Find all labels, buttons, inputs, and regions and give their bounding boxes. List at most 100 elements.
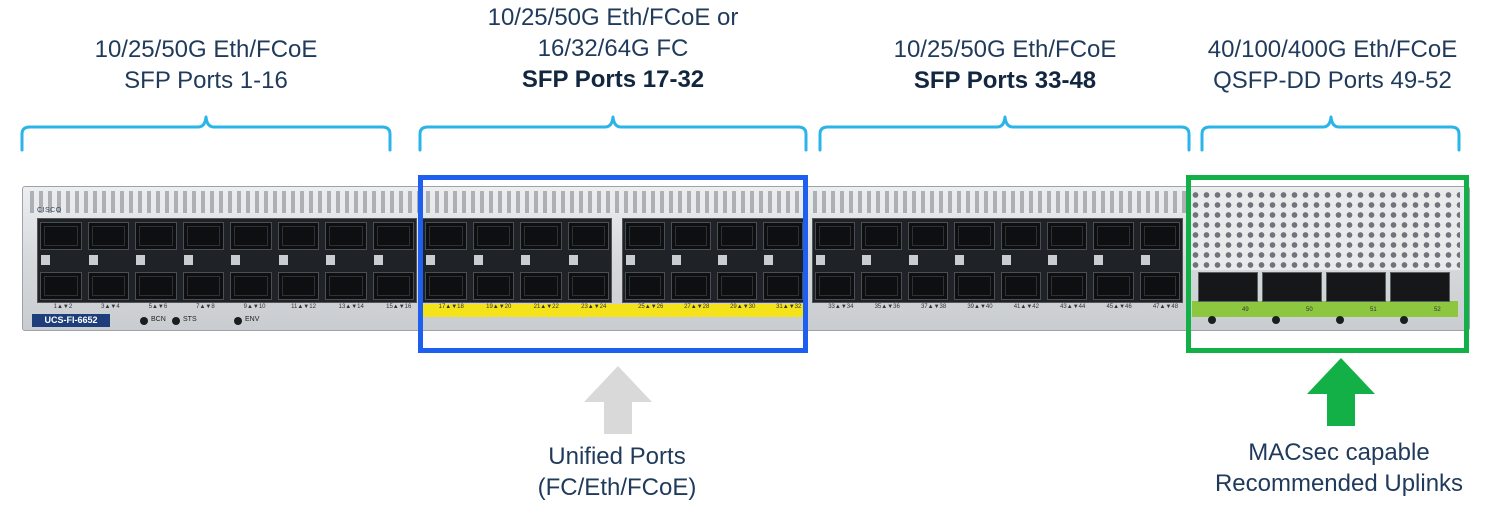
sfp-port[interactable]: [277, 272, 319, 300]
header-ports-49-52: 40/100/400G Eth/FCoE QSFP-DD Ports 49-52: [1180, 34, 1485, 96]
status-led-dot: [172, 317, 180, 325]
unified-ports-callout: Unified Ports (FC/Eth/FCoE): [467, 441, 767, 503]
qsfp-led-dot: [1272, 316, 1280, 324]
sfp-port[interactable]: [1139, 272, 1180, 300]
sfp-port[interactable]: [135, 222, 177, 250]
sfp-port[interactable]: [671, 272, 711, 300]
sfp-port[interactable]: [815, 272, 856, 300]
sfp-port[interactable]: [954, 222, 995, 250]
sfp-port[interactable]: [325, 222, 367, 250]
sfp-port[interactable]: [277, 222, 319, 250]
port-pair-label: 31▲▼32: [776, 304, 802, 310]
sfp-port[interactable]: [520, 272, 562, 300]
sfp-port[interactable]: [625, 272, 665, 300]
qsfp-port[interactable]: [1326, 272, 1386, 302]
header-ports-33-48: 10/25/50G Eth/FCoE SFP Ports 33-48: [855, 34, 1155, 96]
sfp-port[interactable]: [1000, 222, 1041, 250]
sfp-port[interactable]: [954, 272, 995, 300]
qsfp-port-label: 51: [1370, 307, 1377, 313]
header-ports-1-16: 10/25/50G Eth/FCoE SFP Ports 1-16: [56, 34, 356, 96]
uplink-ports-highlight: [1186, 175, 1469, 353]
sfp-port[interactable]: [1139, 222, 1180, 250]
header-line: SFP Ports 17-32: [521, 66, 705, 93]
sfp-port[interactable]: [135, 272, 177, 300]
port-pair-label: 45▲▼46: [1106, 304, 1132, 310]
header-line: 10/25/50G Eth/FCoE or: [487, 4, 739, 31]
port-led-indicator: [908, 255, 918, 265]
port-led-indicator: [183, 255, 193, 265]
sfp-port[interactable]: [372, 272, 414, 300]
sfp-port[interactable]: [1046, 272, 1088, 300]
sfp-port[interactable]: [907, 272, 949, 300]
header-line: 40/100/400G Eth/FCoE: [1207, 36, 1458, 63]
sfp-port[interactable]: [567, 222, 609, 250]
sfp-port[interactable]: [40, 222, 82, 250]
bracket-ports-17-32: [418, 115, 808, 152]
uplink-ports-stripe: [1192, 301, 1458, 317]
header-line: QSFP-DD Ports 49-52: [1213, 67, 1452, 94]
sfp-port[interactable]: [40, 272, 82, 300]
sfp-port[interactable]: [861, 222, 902, 250]
sfp-port[interactable]: [520, 222, 562, 250]
port-led-indicator: [1047, 255, 1057, 265]
sfp-port[interactable]: [230, 222, 272, 250]
sfp-port[interactable]: [182, 272, 224, 300]
sfp-port[interactable]: [671, 222, 711, 250]
port-led-indicator: [473, 255, 483, 265]
sfp-port[interactable]: [861, 272, 902, 300]
port-led-indicator: [1094, 255, 1104, 265]
port-led-indicator: [88, 255, 98, 265]
sfp-port[interactable]: [230, 272, 272, 300]
bracket-ports-49-52: [1200, 115, 1461, 152]
sfp-port[interactable]: [717, 272, 757, 300]
qsfp-port[interactable]: [1262, 272, 1322, 302]
qsfp-port[interactable]: [1198, 272, 1258, 302]
port-pair-label: 25▲▼26: [638, 304, 664, 310]
port-led-indicator: [231, 255, 240, 265]
sfp-port[interactable]: [372, 222, 414, 250]
port-pair-label: 33▲▼34: [828, 304, 854, 310]
unified-ports-highlight: [418, 175, 808, 353]
port-pair-label: 9▲▼10: [243, 304, 266, 310]
bracket-ports-1-16: [20, 115, 392, 152]
sfp-port[interactable]: [325, 272, 367, 300]
sfp-port[interactable]: [472, 222, 514, 250]
port-pair-label: 47▲▼48: [1152, 304, 1179, 310]
sfp-port[interactable]: [815, 222, 856, 250]
sfp-port[interactable]: [717, 222, 757, 250]
qsfp-port[interactable]: [1390, 272, 1450, 302]
sfp-port[interactable]: [425, 222, 467, 250]
header-line: 10/25/50G Eth/FCoE: [893, 36, 1117, 63]
sfp-port[interactable]: [1046, 222, 1088, 250]
qsfp-vent-grille: [1190, 190, 1460, 270]
header-ports-17-32: 10/25/50G Eth/FCoE or 16/32/64G FC SFP P…: [463, 2, 763, 95]
port-pair-label: 15▲▼16: [386, 304, 412, 310]
header-line: SFP Ports 33-48: [913, 67, 1097, 94]
sfp-port[interactable]: [1000, 272, 1041, 300]
port-led-indicator: [1140, 255, 1150, 265]
sfp-port[interactable]: [763, 272, 803, 300]
sfp-port[interactable]: [763, 222, 803, 250]
sfp-port[interactable]: [87, 222, 129, 250]
port-led-indicator: [136, 255, 145, 265]
sfp-port[interactable]: [472, 272, 514, 300]
sfp-port[interactable]: [87, 272, 129, 300]
vent-rail: [30, 191, 1190, 213]
status-led-label: STS: [183, 316, 197, 323]
header-line: 16/32/64G FC: [537, 35, 689, 62]
sfp-port[interactable]: [567, 272, 609, 300]
sfp-port[interactable]: [1093, 272, 1134, 300]
sfp-port[interactable]: [1093, 222, 1134, 250]
status-led-dot: [140, 317, 148, 325]
group-brackets: [20, 115, 1461, 152]
sfp-port[interactable]: [425, 272, 467, 300]
sfp-port[interactable]: [907, 222, 949, 250]
qsfp-port-label: 49: [1242, 307, 1249, 313]
port-pair-label: 35▲▼36: [874, 304, 900, 310]
sfp-port[interactable]: [625, 222, 665, 250]
port-pair-label: 29▲▼30: [730, 304, 756, 310]
bracket-ports-33-48: [818, 115, 1191, 152]
sfp-port[interactable]: [182, 222, 224, 250]
port-pair-label: 11▲▼12: [291, 304, 316, 310]
port-pair-label: 17▲▼18: [438, 304, 464, 310]
